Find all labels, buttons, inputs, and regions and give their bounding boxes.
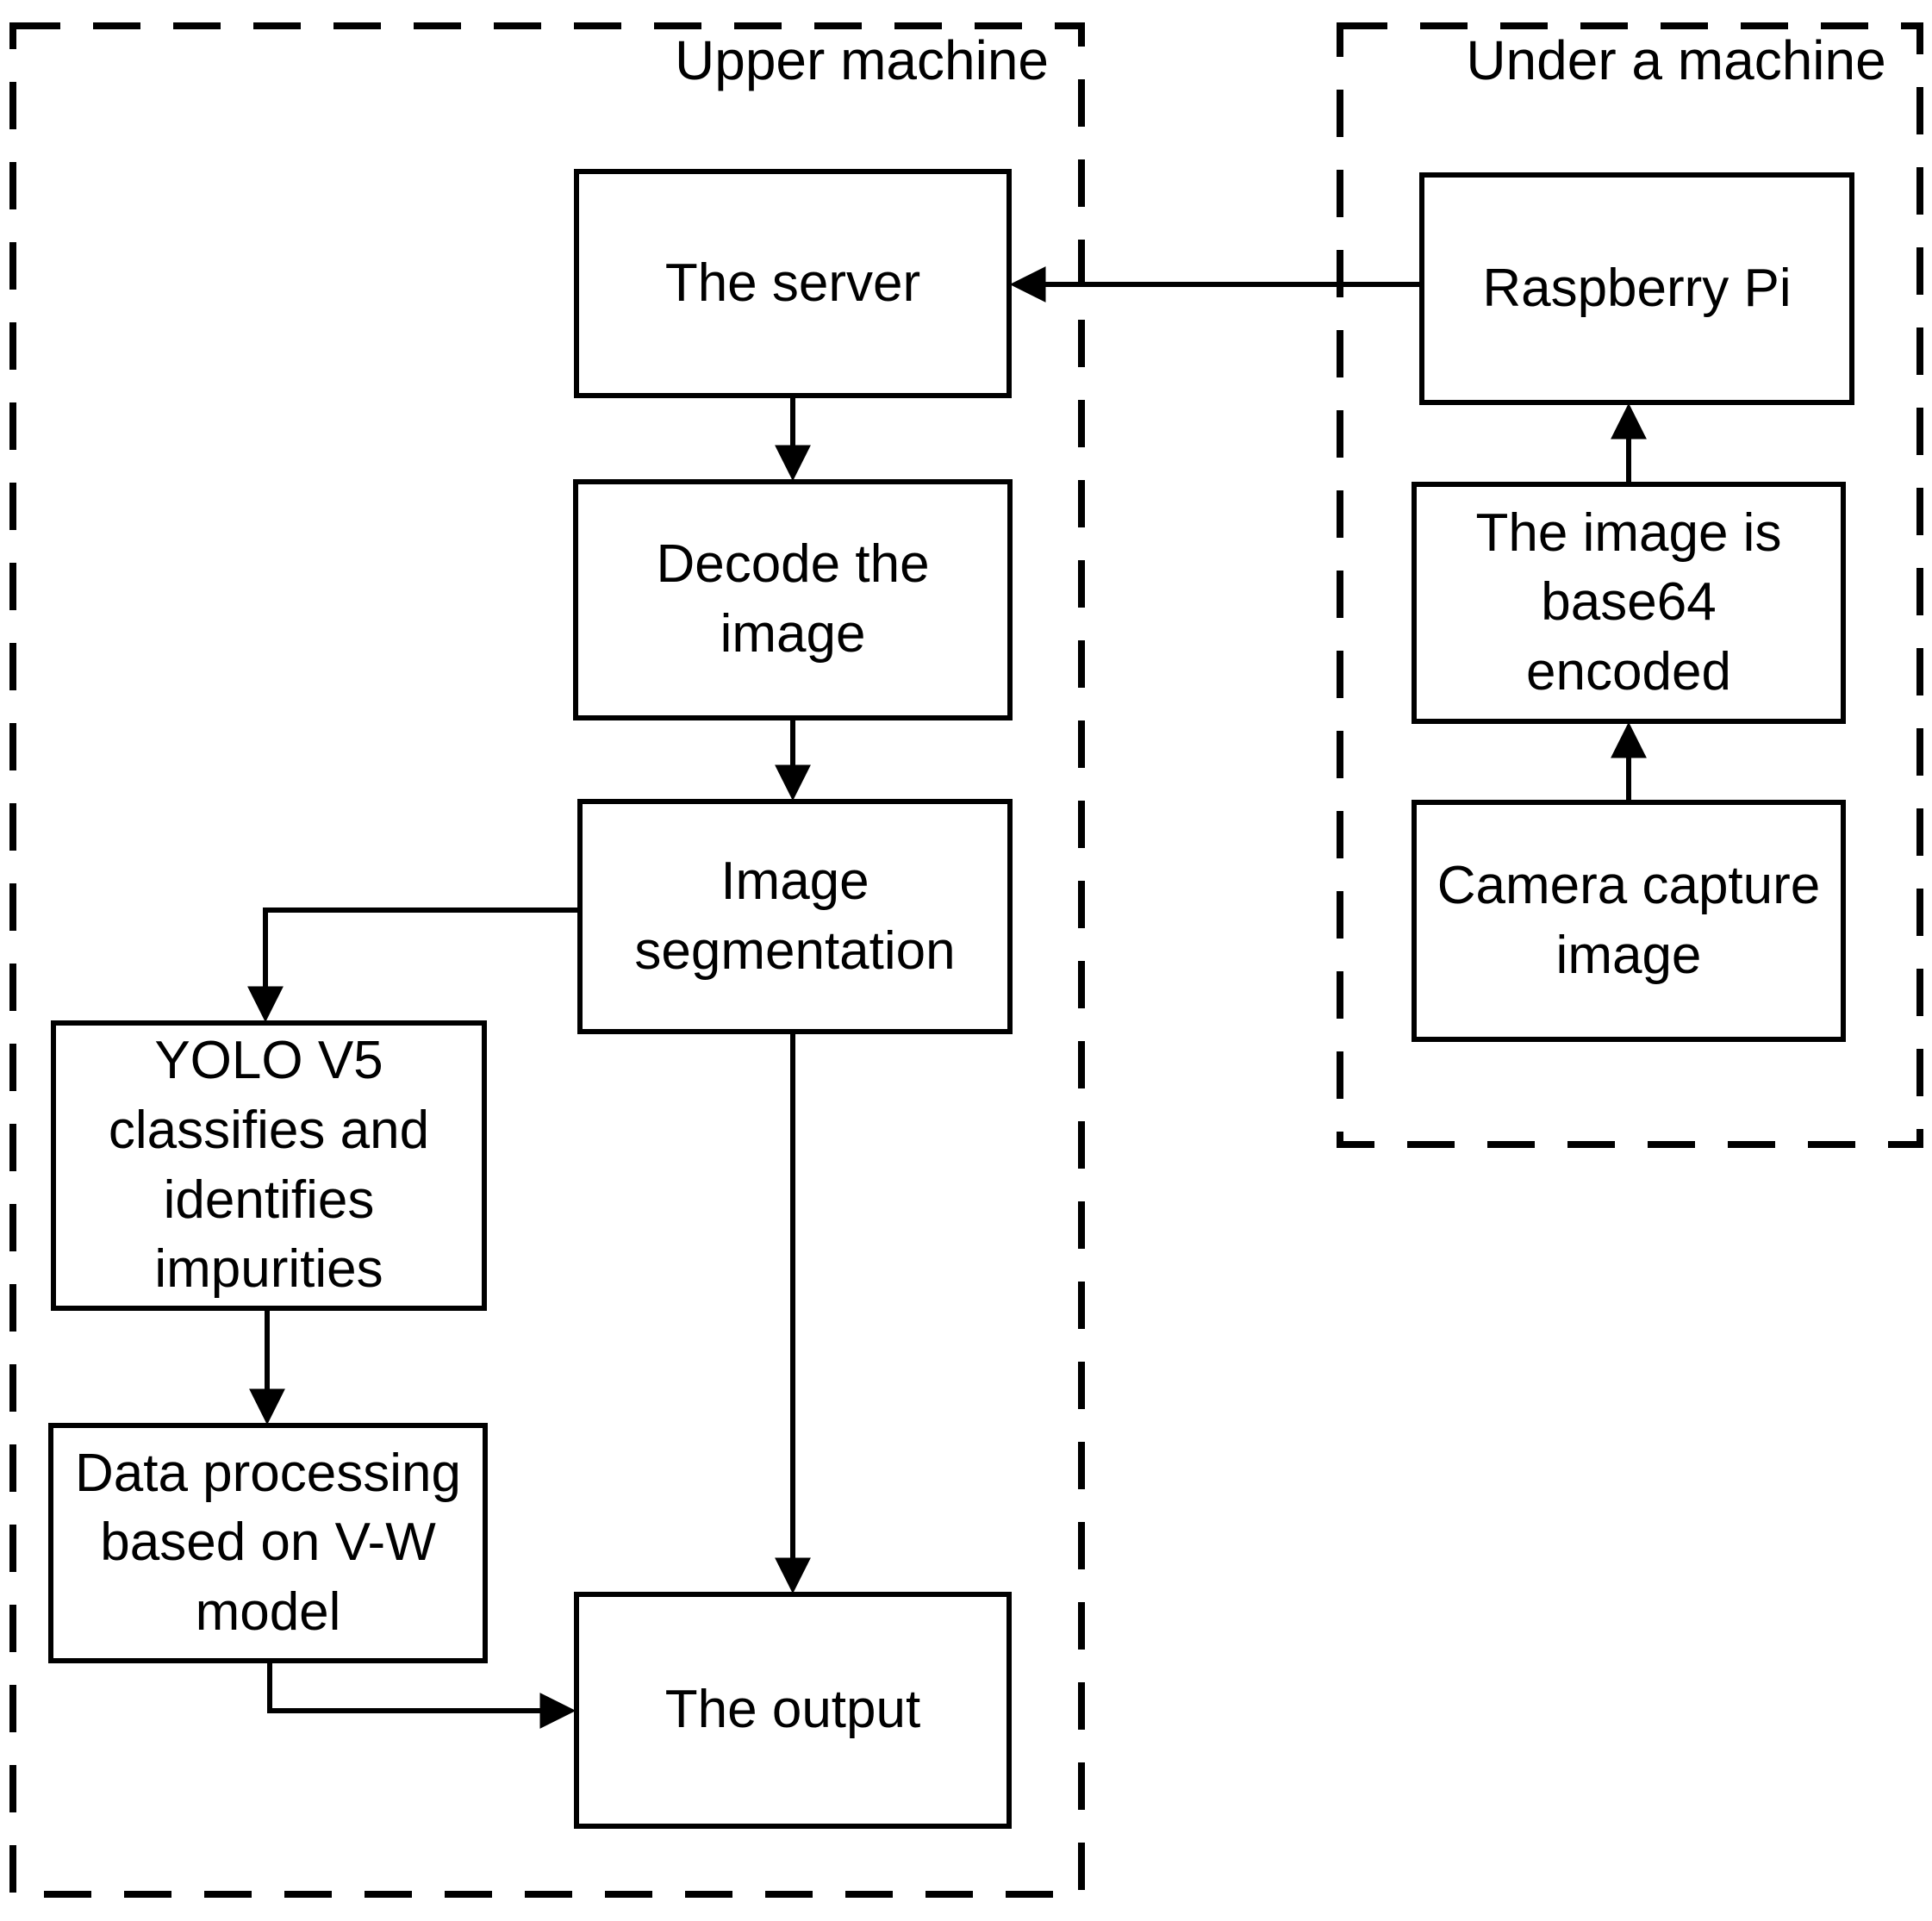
node-decode-the-image: Decode the image (573, 479, 1013, 720)
node-camera-capture-image-label: Camera capture image (1437, 855, 1821, 985)
node-the-server: The server (574, 169, 1012, 398)
node-data-processing-vw-model: Data processing based on V-W model (48, 1423, 488, 1663)
node-the-output: The output (574, 1592, 1012, 1829)
node-image-base64-encoded: The image is base64 encoded (1412, 482, 1846, 724)
node-the-server-label: The server (664, 253, 921, 313)
node-image-segmentation: Image segmentation (577, 799, 1013, 1034)
node-yolo-v5-classifier: YOLO V5 classifies and identifies impuri… (51, 1020, 487, 1311)
arrow-segmentation-to-yolo (247, 907, 577, 1023)
node-the-output-label: The output (664, 1680, 921, 1740)
node-data-processing-vw-model-label: Data processing based on V-W model (74, 1443, 462, 1642)
node-decode-the-image-label: Decode the image (656, 534, 930, 664)
node-camera-capture-image: Camera capture image (1412, 800, 1846, 1042)
under-a-machine-container-outline (1337, 22, 1923, 1148)
node-image-segmentation-label: Image segmentation (634, 851, 956, 981)
node-raspberry-pi: Raspberry Pi (1419, 172, 1854, 405)
upper-machine-container-outline (9, 22, 1085, 1898)
under-a-machine-container-label: Under a machine (1466, 29, 1886, 91)
node-raspberry-pi-label: Raspberry Pi (1482, 258, 1792, 318)
node-yolo-v5-classifier-label: YOLO V5 classifies and identifies impuri… (108, 1031, 430, 1300)
arrow-data-processing-to-output (267, 1663, 576, 1729)
upper-machine-container-label: Upper machine (675, 29, 1049, 91)
node-image-base64-encoded-label: The image is base64 encoded (1475, 502, 1782, 702)
